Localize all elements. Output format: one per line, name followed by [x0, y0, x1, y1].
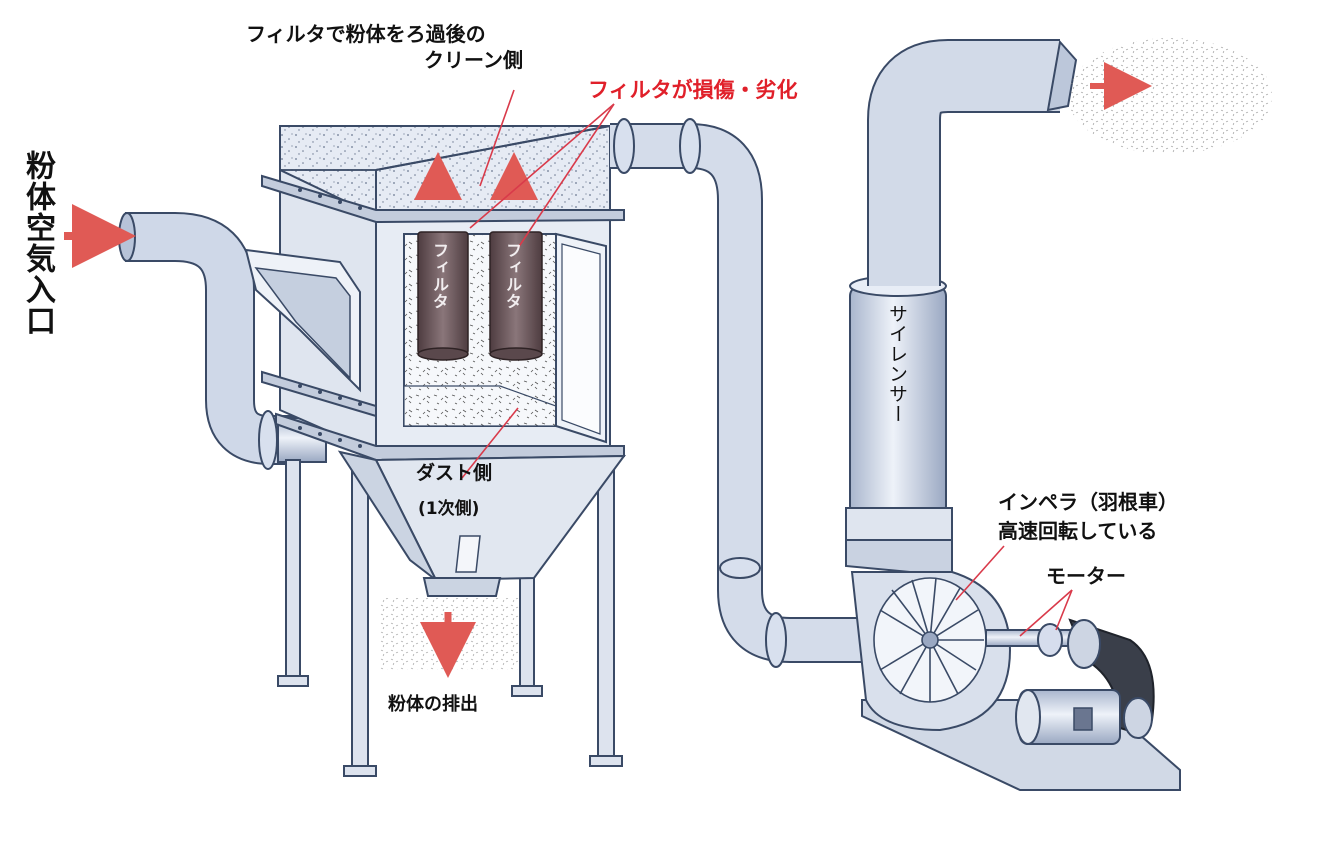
impeller: [873, 577, 987, 703]
exhaust-dust-cloud: [1068, 38, 1272, 154]
label-clean-side-line2: クリーン側: [424, 48, 523, 72]
label-impeller-line2: 高速回転している: [998, 519, 1158, 543]
label-discharge: 粉体の排出: [388, 694, 478, 715]
exhaust-stack: [869, 41, 1060, 286]
label-filter-a: フィルタ: [430, 242, 449, 310]
label-inlet: 粉体空気入口: [20, 150, 55, 336]
inlet-pipe: [125, 214, 300, 463]
inlet-flange: [258, 410, 278, 470]
filter-bags: [417, 231, 543, 361]
discharge-outlet: [422, 577, 502, 597]
label-clean-side-line1: フィルタで粉体をろ過後の: [246, 22, 486, 46]
label-dust-side: ダスト側: [416, 462, 493, 484]
label-impeller-line1: インペラ（羽根車）: [998, 490, 1178, 514]
bolts: [298, 188, 362, 448]
leader-lines: [461, 89, 1073, 637]
label-primary-side: (1次側): [418, 499, 480, 519]
label-filter-b: フィルタ: [503, 242, 522, 310]
label-filter-damage: フィルタが損傷・劣化: [588, 78, 798, 102]
inlet-pipe-mouth: [118, 212, 136, 262]
label-silencer: サイレンサー: [886, 304, 908, 424]
label-motor: モーター: [1046, 564, 1126, 588]
